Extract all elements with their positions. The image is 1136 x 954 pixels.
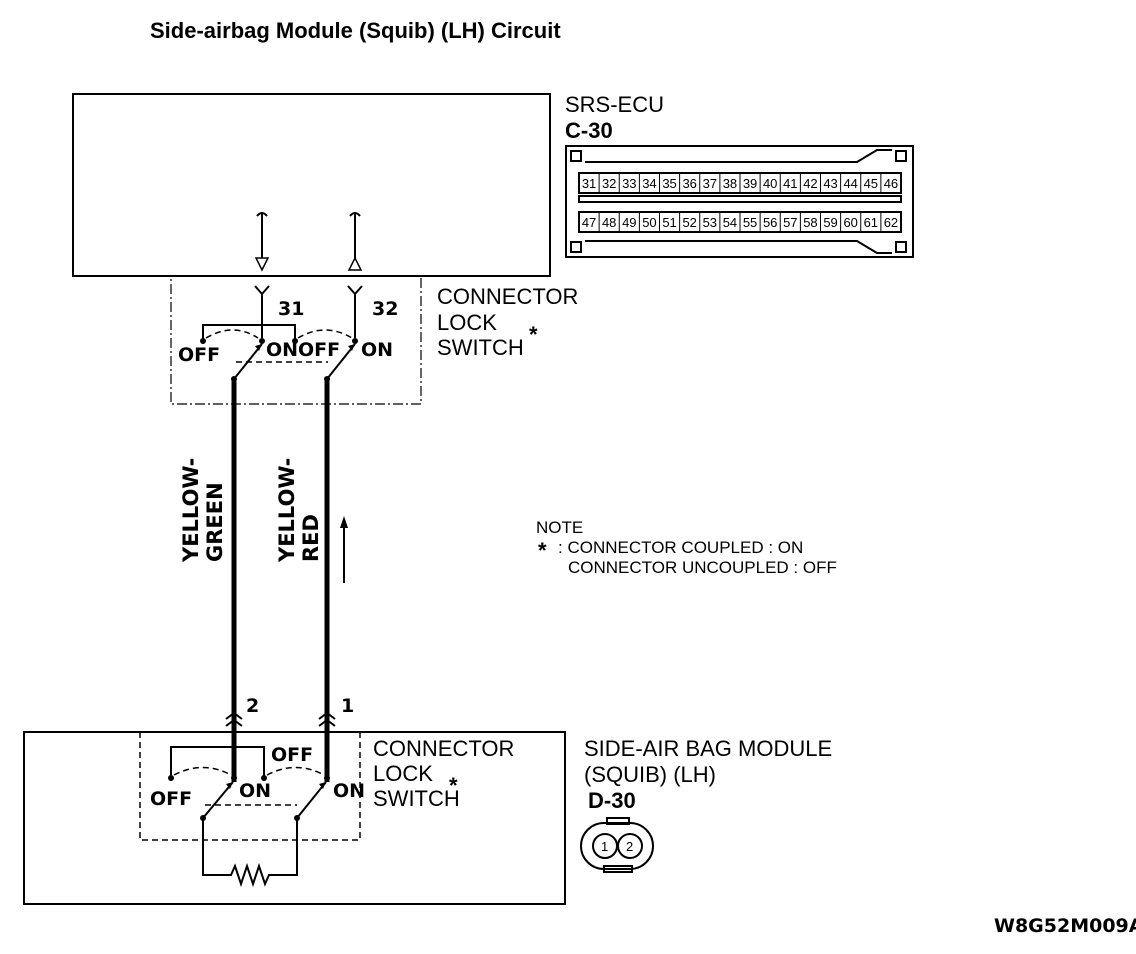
terminal-1-mark xyxy=(318,711,336,727)
ecu-pin-41: 41 xyxy=(783,176,797,191)
module-name-line1: SIDE-AIR BAG MODULE xyxy=(584,736,832,761)
ecu-pin-36: 36 xyxy=(682,176,696,191)
ecu-pin-50: 50 xyxy=(642,215,656,230)
ecu-pin-32: 32 xyxy=(602,176,616,191)
lower-on-left-label: ON xyxy=(239,780,271,802)
srs-ecu-connector-id: C-30 xyxy=(565,118,613,143)
upper-on-right-label: ON xyxy=(361,339,393,361)
ecu-pin-54: 54 xyxy=(723,215,737,230)
ecu-pin-48: 48 xyxy=(602,215,616,230)
down-arrow-icon xyxy=(254,257,270,272)
up-arrow-icon xyxy=(347,256,363,271)
upper-off-right-label: OFF xyxy=(298,339,340,361)
ecu-pin-56: 56 xyxy=(763,215,777,230)
ecu-pin-44: 44 xyxy=(843,176,857,191)
module-terminal-1-label: 1 xyxy=(341,695,354,717)
ecu-pin-39: 39 xyxy=(743,176,757,191)
figure-code: W8G52M009A xyxy=(994,915,1136,937)
ecu-pin-58: 58 xyxy=(803,215,817,230)
upper-left-switch xyxy=(200,324,328,382)
lower-switch-boundary xyxy=(139,731,361,841)
terminal-2-mark xyxy=(225,711,243,727)
lower-switch-label-line1: CONNECTOR xyxy=(373,736,514,761)
wire-yellow-red-label-line2: RED xyxy=(299,514,323,562)
ecu-pin-59: 59 xyxy=(823,215,837,230)
ecu-pin-52: 52 xyxy=(682,215,696,230)
wire-yellow-green-label-line1: YELLOW- xyxy=(179,458,203,563)
ecu-pin-53: 53 xyxy=(703,215,717,230)
ecu-pin-49: 49 xyxy=(622,215,636,230)
lower-switch-label-line3: SWITCH xyxy=(373,786,460,811)
srs-ecu-label: SRS-ECU xyxy=(565,92,664,117)
terminal-31-mark xyxy=(254,285,270,338)
module-pin-1-label: 1 xyxy=(601,839,608,854)
upper-switch-label-line3: SWITCH xyxy=(437,335,524,360)
lower-switch-label-line2: LOCK xyxy=(373,761,433,786)
upper-off-left-label: OFF xyxy=(178,344,220,366)
module-connector-face xyxy=(580,817,654,873)
ecu-pin-37: 37 xyxy=(703,176,717,191)
ecu-pin-55: 55 xyxy=(743,215,757,230)
note-asterisk: * xyxy=(538,538,547,563)
upper-on-left-label: ON xyxy=(266,339,298,361)
module-name-line2: (SQUIB) (LH) xyxy=(584,762,716,787)
upper-switch-label-line2: LOCK xyxy=(437,310,497,335)
terminal-32-mark xyxy=(347,285,363,338)
lower-off-top-label: OFF xyxy=(271,744,313,766)
ecu-pin-60: 60 xyxy=(843,215,857,230)
wire-yellow-green-label-line2: GREEN xyxy=(203,482,227,562)
upper-switch-label-line1: CONNECTOR xyxy=(437,284,578,309)
terminal-32-label: 32 xyxy=(372,298,398,320)
ecu-internal-lines xyxy=(254,212,363,272)
ecu-pin-46: 46 xyxy=(884,176,898,191)
upper-switch-asterisk: * xyxy=(529,322,538,347)
ecu-pin-38: 38 xyxy=(723,176,737,191)
squib-resistor xyxy=(202,818,298,888)
note-line1: : CONNECTOR COUPLED : ON xyxy=(558,538,803,557)
ecu-pin-42: 42 xyxy=(803,176,817,191)
ecu-pin-57: 57 xyxy=(783,215,797,230)
ecu-pin-43: 43 xyxy=(823,176,837,191)
ecu-pin-51: 51 xyxy=(662,215,676,230)
ecu-pin-47: 47 xyxy=(582,215,596,230)
lower-right-switch xyxy=(261,766,330,821)
module-pin-2-label: 2 xyxy=(626,839,633,854)
ecu-pin-33: 33 xyxy=(622,176,636,191)
current-direction-arrow-icon xyxy=(340,516,348,583)
note-heading: NOTE xyxy=(536,518,583,537)
terminal-31-label: 31 xyxy=(278,298,304,320)
ecu-pin-61: 61 xyxy=(864,215,878,230)
ecu-pin-34: 34 xyxy=(642,176,656,191)
upper-right-switch xyxy=(292,329,358,382)
ecu-pin-62: 62 xyxy=(884,215,898,230)
ecu-pin-45: 45 xyxy=(864,176,878,191)
module-connector-id: D-30 xyxy=(588,788,636,813)
upper-switch-boundary xyxy=(170,275,422,405)
lower-off-left-label: OFF xyxy=(150,788,192,810)
ecu-pin-31: 31 xyxy=(582,176,596,191)
lower-on-right-label: ON xyxy=(333,780,365,802)
note-line2: CONNECTOR UNCOUPLED : OFF xyxy=(568,558,837,577)
ecu-pin-40: 40 xyxy=(763,176,777,191)
module-terminal-2-label: 2 xyxy=(246,695,259,717)
srs-ecu-box xyxy=(72,93,551,277)
lower-switch-asterisk: * xyxy=(449,773,458,798)
ecu-connector-face: 31 32 33 34 35 36 37 38 39 40 41 42 43 44 45 46 47 48 49 5… xyxy=(565,145,914,258)
ecu-pin-35: 35 xyxy=(662,176,676,191)
diagram-title: Side-airbag Module (Squib) (LH) Circuit xyxy=(150,18,561,43)
wire-yellow-red-label-line1: YELLOW- xyxy=(275,458,299,563)
